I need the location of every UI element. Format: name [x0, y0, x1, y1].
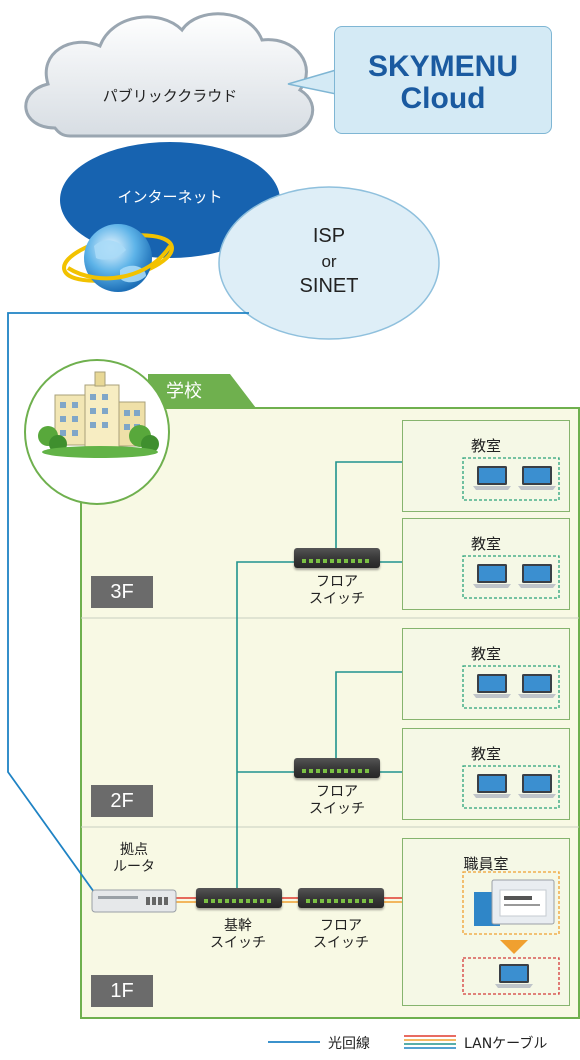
room-title: 教室: [470, 437, 501, 455]
floor-switch-3f-label: フロア スイッチ: [309, 574, 365, 608]
public-cloud-label: パブリッククラウド: [102, 87, 238, 105]
skymenu-line2: Cloud: [400, 82, 486, 115]
core-switch-line2: スイッチ: [210, 935, 266, 951]
floor-switch-1f-line1: フロア: [320, 918, 362, 934]
floor-switch-2f-line2: スイッチ: [309, 801, 365, 817]
router-device: [91, 889, 177, 913]
staff-server-group: [462, 871, 560, 935]
core-switch-label: 基幹 スイッチ: [210, 918, 266, 952]
laptop-icon: [473, 774, 511, 798]
floor-badge-1f: 1F: [91, 975, 153, 1007]
isp-line3: SINET: [299, 275, 359, 297]
floor-switch-2f: [294, 758, 380, 778]
skymenu-cloud-box: SKYMENU Cloud: [334, 26, 552, 134]
laptop-icon: [473, 466, 511, 490]
room-title: 職員室: [463, 855, 509, 873]
room-title: 教室: [470, 535, 501, 553]
fiber-line: [7, 312, 249, 893]
floor-switch-2f-label: フロア スイッチ: [309, 784, 365, 818]
floor-switch-1f-line2: スイッチ: [313, 935, 369, 951]
router-line2: ルータ: [113, 859, 155, 875]
floor-switch-1f-label: フロア スイッチ: [313, 918, 369, 952]
core-switch: [196, 888, 282, 908]
lan-trunk-lines: [236, 461, 402, 890]
laptop-icon: [473, 564, 511, 588]
isp-line1: ISP: [312, 225, 346, 247]
floor-switch-2f-line1: フロア: [316, 784, 358, 800]
pc-group-classroom-4: [462, 765, 560, 809]
room-title: 教室: [470, 645, 501, 663]
lan-cable-1f: [176, 897, 402, 903]
router-line1: 拠点: [120, 842, 148, 858]
isp-ellipse: [218, 186, 440, 340]
pc-group-classroom-3: [462, 665, 560, 709]
core-switch-line1: 基幹: [224, 918, 252, 934]
floor-badge-3f: 3F: [91, 576, 153, 608]
floor-badge-2f: 2F: [91, 785, 153, 817]
isp-line2: or: [321, 252, 337, 271]
laptop-icon: [518, 564, 556, 588]
skymenu-line1: SKYMENU: [367, 50, 518, 83]
public-cloud-shape: [24, 12, 315, 138]
legend-lan-label: LANケーブル: [464, 1036, 548, 1052]
pc-group-classroom-1: [462, 457, 560, 501]
laptop-icon: [518, 774, 556, 798]
globe-icon: [62, 224, 174, 292]
laptop-icon: [518, 466, 556, 490]
floor-switch-3f: [294, 548, 380, 568]
skymenu-cloud-title: SKYMENU Cloud: [335, 51, 551, 115]
router-label: 拠点 ルータ: [113, 842, 155, 876]
internet-label: インターネット: [117, 188, 223, 206]
arrow-down-icon: [500, 940, 528, 954]
pc-group-classroom-2: [462, 555, 560, 599]
laptop-icon: [518, 674, 556, 698]
room-title: 教室: [470, 745, 501, 763]
laptop-icon: [473, 674, 511, 698]
school-label: 学校: [166, 381, 202, 402]
staff-laptop-group: [462, 957, 560, 995]
floor-switch-3f-line1: フロア: [316, 574, 358, 590]
floor-switch-1f: [298, 888, 384, 908]
school-building-icon: [24, 359, 170, 505]
floor-switch-3f-line2: スイッチ: [309, 591, 365, 607]
laptop-icon: [495, 964, 533, 988]
isp-label: ISP or SINET: [300, 224, 359, 299]
legend-lan-lines: [404, 1035, 456, 1049]
legend-fiber-label: 光回線: [328, 1036, 370, 1052]
